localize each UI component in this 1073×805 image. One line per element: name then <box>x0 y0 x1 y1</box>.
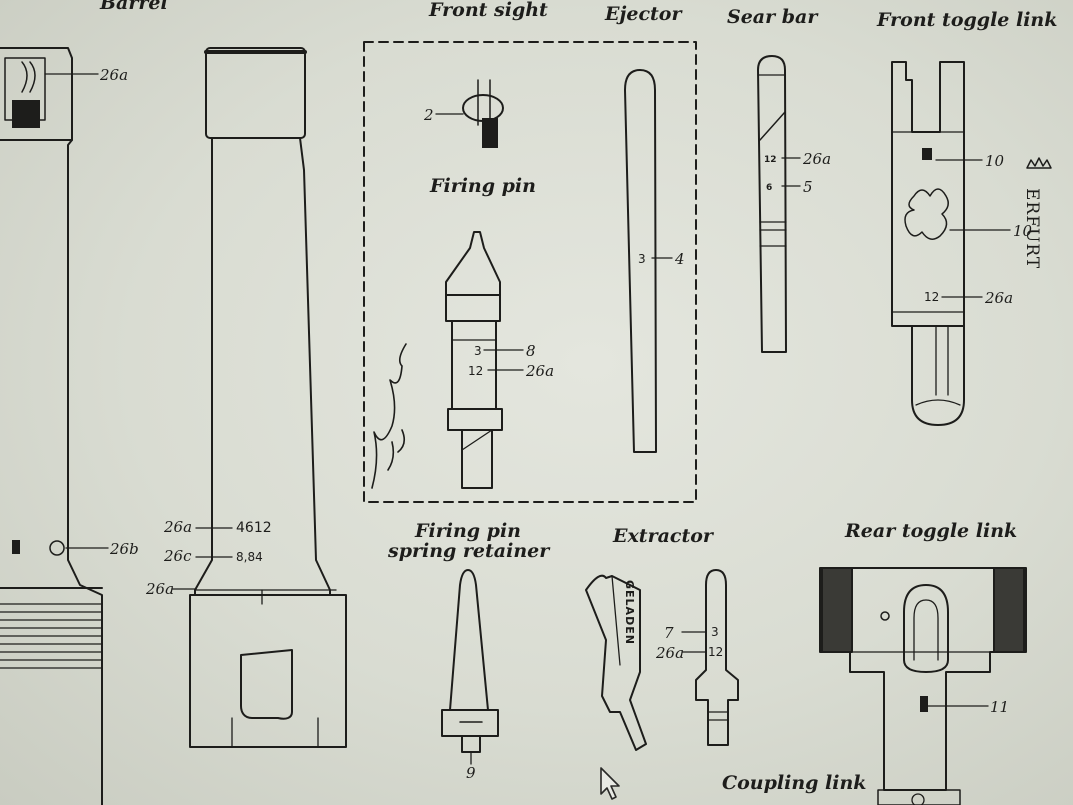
heading-firing-pin: Firing pin <box>430 175 536 197</box>
heading-rear-toggle-link: Rear toggle link <box>845 520 1018 542</box>
barrel-left-drawing <box>0 47 109 805</box>
callout-toggle-1: 10 <box>985 152 1005 170</box>
heading-line-2: spring retainer <box>388 539 550 562</box>
firing-pin-drawing <box>445 231 524 489</box>
callout-barrel-bottom: 26b <box>109 540 139 558</box>
signature-drawing <box>371 343 407 489</box>
rear-toggle-link-drawing <box>819 567 1027 805</box>
toggle-mark-3: 12 <box>924 290 939 304</box>
callout-toggle-2: 10 <box>1013 222 1033 240</box>
callout-sear-1: 26a <box>802 150 831 168</box>
firing-pin-mark-1: 3 <box>474 344 482 358</box>
extractor-mark-2: 12 <box>708 645 723 659</box>
front-toggle-link-drawing <box>891 61 1011 426</box>
callout-barrel2-c: 26a <box>145 580 174 598</box>
heading-ejector: Ejector <box>605 3 682 25</box>
callout-barrel2-a: 26a <box>163 518 192 536</box>
heading-front-toggle-link: Front toggle link <box>877 9 1058 31</box>
dashed-group-box <box>363 41 697 503</box>
sear-mark-2: 6 <box>766 183 772 193</box>
ejector-mark: 3 <box>638 252 646 266</box>
ejector-drawing <box>624 69 673 453</box>
barrel-bore-marking: 8,84 <box>236 550 263 564</box>
heading-extractor: Extractor <box>613 525 713 547</box>
callout-barrel-top: 26a <box>99 66 128 84</box>
callout-sear-2: 5 <box>803 178 813 196</box>
heading-line-1: Firing pin <box>415 520 521 542</box>
barrel-serial-number: 4612 <box>236 520 272 536</box>
callout-firing-pin-1: 8 <box>526 342 536 360</box>
extractor-front-drawing <box>681 569 739 746</box>
heading-firing-pin-spring-retainer: Firing pin spring retainer <box>388 520 550 562</box>
heading-front-sight: Front sight <box>429 0 548 21</box>
callout-firing-pin-2: 26a <box>525 362 554 380</box>
firing-pin-mark-2: 12 <box>468 364 483 378</box>
callout-extractor-1: 7 <box>664 624 674 642</box>
callout-ejector: 4 <box>674 250 685 268</box>
maker-stamp-erfurt: ERFURT <box>1022 188 1042 270</box>
callout-barrel2-b: 26c <box>163 547 192 565</box>
heading-coupling-link: Coupling link <box>722 772 867 794</box>
crown-icon <box>1026 157 1052 169</box>
heading-sear-bar: Sear bar <box>727 6 818 28</box>
front-sight-drawing <box>435 79 504 148</box>
callout-front-sight: 2 <box>423 106 434 124</box>
mouse-pointer-icon <box>600 767 620 800</box>
barrel-right-drawing <box>171 47 347 748</box>
sear-bar-drawing <box>757 55 801 353</box>
heading-barrel: Barrel <box>100 0 168 14</box>
extractor-side-drawing <box>585 574 647 751</box>
callout-toggle-3: 26a <box>984 289 1013 307</box>
firing-pin-spring-retainer-drawing <box>441 569 499 765</box>
callout-rear-toggle: 11 <box>990 698 1009 716</box>
sear-mark-1: 12 <box>764 155 777 165</box>
extractor-stamp-geladen: GELADEN <box>623 580 636 645</box>
extractor-mark-1: 3 <box>711 625 719 639</box>
callout-retainer: 9 <box>466 764 476 782</box>
callout-extractor-2: 26a <box>655 644 684 662</box>
